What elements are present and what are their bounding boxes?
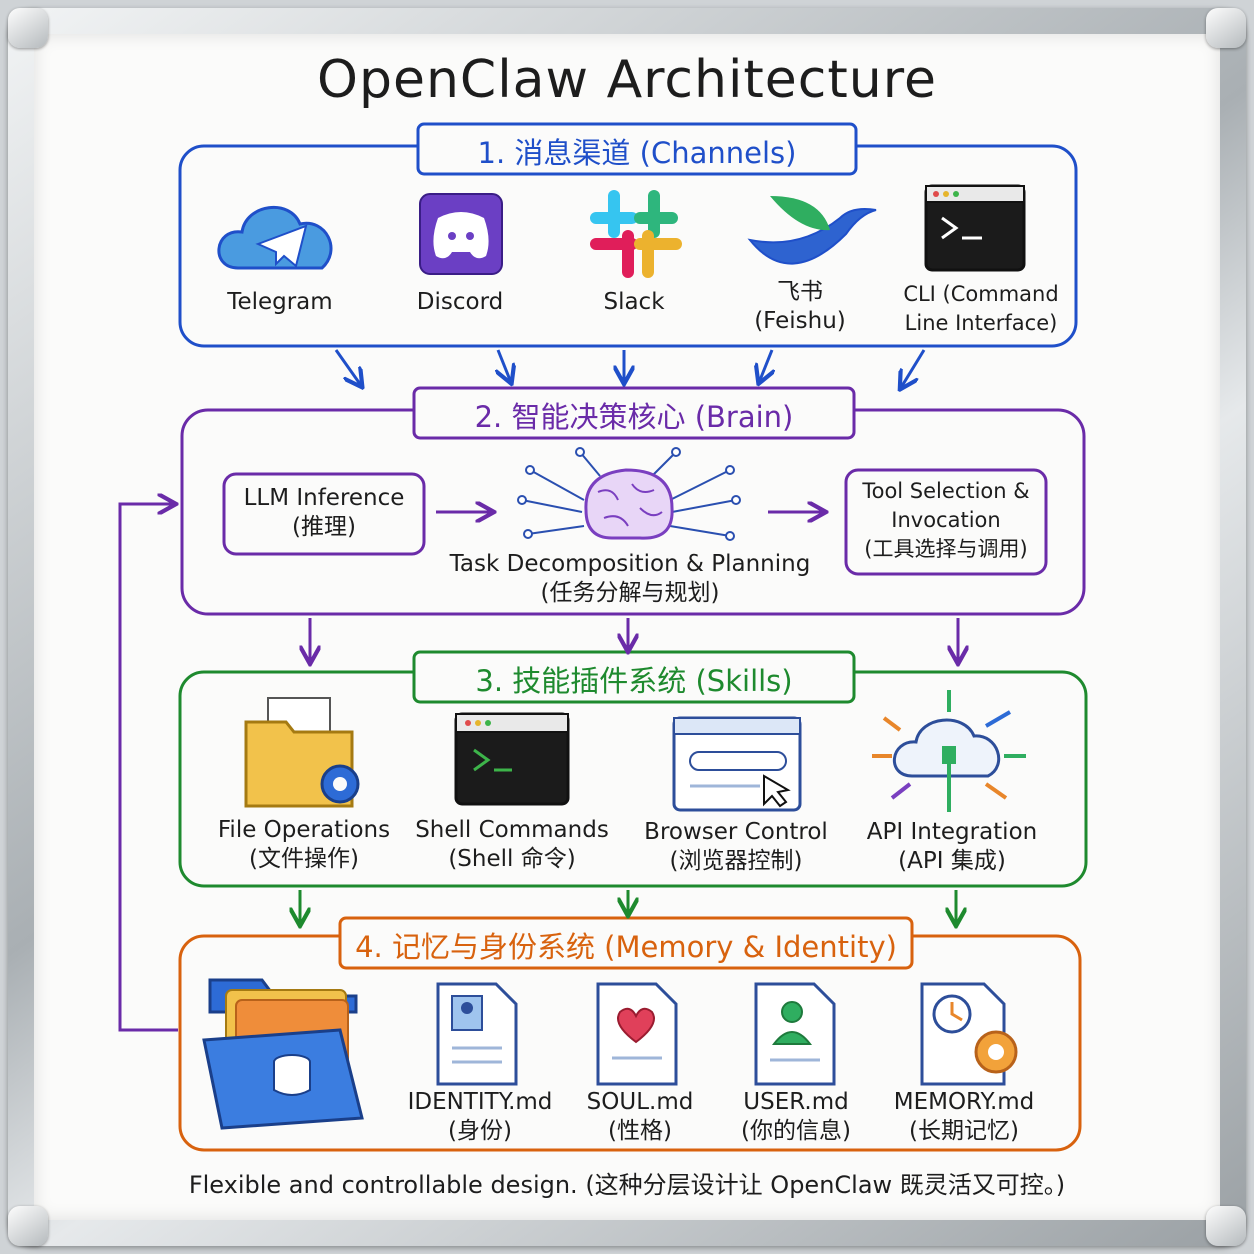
discord-icon bbox=[419, 193, 503, 275]
folder-gear-icon bbox=[244, 697, 360, 808]
browser-icon bbox=[672, 716, 802, 812]
tool-selection-label: Tool Selection & Invocation (工具选择与调用) bbox=[862, 479, 1030, 561]
footer-caption: Flexible and controllable design. (这种分层设… bbox=[188, 1171, 1066, 1199]
brain-header-box bbox=[412, 386, 856, 440]
channels-to-brain-arrows bbox=[334, 349, 926, 386]
skill-label: File Operations (文件操作) bbox=[217, 817, 391, 872]
skills-header: 3. 技能插件系统 (Skills) bbox=[475, 664, 793, 698]
frame-corner bbox=[1206, 8, 1246, 48]
memory-file-label: IDENTITY.md (身份) bbox=[407, 1089, 553, 1144]
heart-doc-icon bbox=[596, 982, 678, 1086]
channel-label: 飞书 (Feishu) bbox=[754, 279, 846, 334]
api-cloud-icon bbox=[872, 690, 1026, 812]
channels-header: 1. 消息渠道 (Channels) bbox=[477, 136, 797, 170]
channel-label: CLI (Command Line Interface) bbox=[903, 282, 1059, 335]
memory-file-label: MEMORY.md (长期记忆) bbox=[893, 1089, 1035, 1144]
channels-header-box bbox=[416, 122, 858, 176]
feishu-icon bbox=[747, 196, 877, 265]
channel-label: Telegram bbox=[227, 289, 333, 315]
channel-label: Discord bbox=[416, 289, 504, 315]
frame-corner bbox=[8, 1206, 48, 1246]
terminal-icon bbox=[924, 184, 1026, 272]
shell-terminal-icon bbox=[454, 712, 570, 806]
planning-label: Task Decomposition & Planning (任务分解与规划) bbox=[449, 551, 811, 606]
frame-corner bbox=[1206, 1206, 1246, 1246]
database-folder-icon bbox=[202, 978, 364, 1130]
llm-label: LLM Inference (推理) bbox=[243, 485, 405, 540]
frame-corner bbox=[8, 8, 48, 48]
brain-flow-arrows bbox=[118, 504, 958, 1032]
memory-header: 4. 记忆与身份系统 (Memory & Identity) bbox=[355, 930, 897, 964]
telegram-icon bbox=[217, 205, 333, 270]
channel-label: Slack bbox=[603, 289, 665, 315]
brain-header: 2. 智能决策核心 (Brain) bbox=[474, 400, 794, 434]
memory-file-label: SOUL.md (性格) bbox=[586, 1089, 694, 1144]
skills-to-memory-arrows bbox=[300, 890, 956, 922]
diagram-title: OpenClaw Architecture bbox=[317, 50, 937, 110]
skill-label: Browser Control (浏览器控制) bbox=[644, 819, 828, 874]
skill-label: Shell Commands (Shell 命令) bbox=[415, 817, 609, 872]
identity-doc-icon bbox=[436, 982, 518, 1086]
tool-selection-box bbox=[844, 468, 1048, 576]
memory-file-label: USER.md (你的信息) bbox=[741, 1089, 851, 1144]
slack-icon bbox=[590, 190, 682, 278]
llm-box bbox=[222, 472, 426, 556]
skill-label: API Integration (API 集成) bbox=[866, 819, 1038, 874]
clock-gear-doc-icon bbox=[920, 982, 1018, 1086]
user-doc-icon bbox=[754, 982, 836, 1086]
brain-icon bbox=[517, 447, 741, 541]
